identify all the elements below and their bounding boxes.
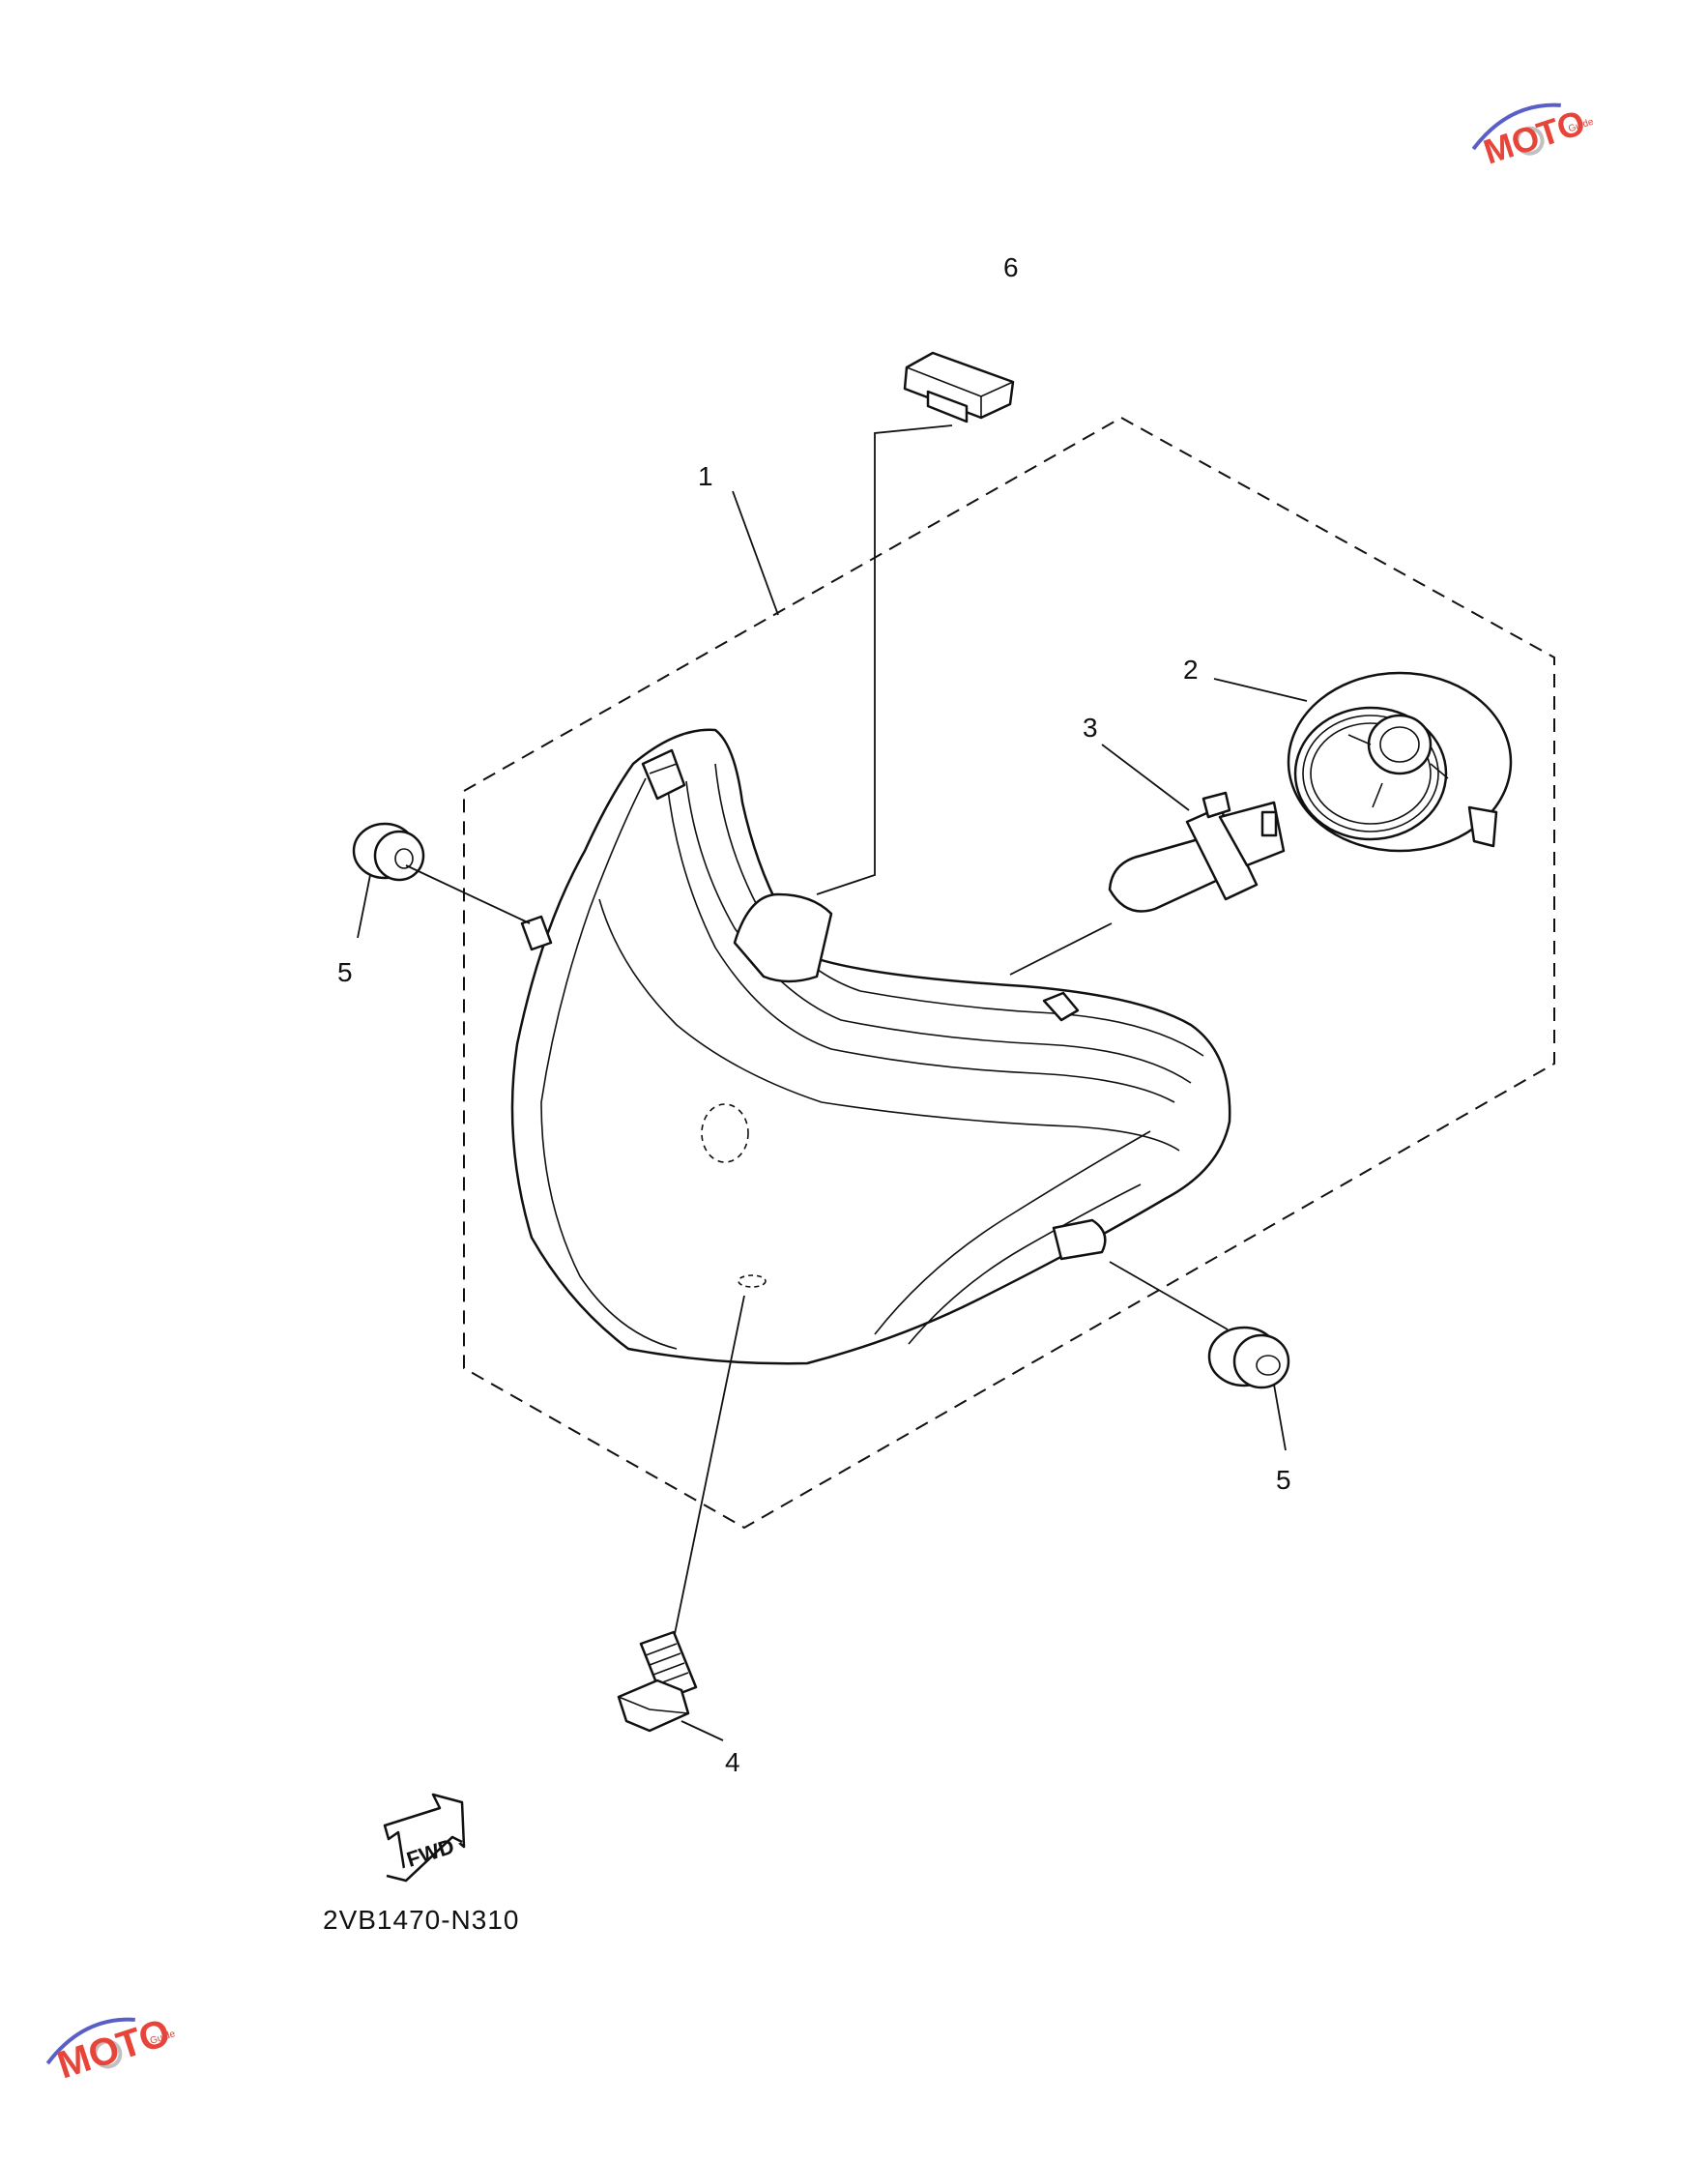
gear-icon <box>1515 126 1545 156</box>
callout-1: 1 <box>698 461 713 491</box>
leader-lines <box>357 424 1308 1741</box>
callout-2: 2 <box>1183 655 1199 685</box>
assembly-boundary <box>463 416 1555 1530</box>
forward-arrow-icon: FWD <box>383 1793 466 1883</box>
headlight-bulb <box>1108 791 1286 913</box>
callout-5-right: 5 <box>1276 1465 1291 1495</box>
callout-6: 6 <box>1003 252 1019 282</box>
headlight-socket-cover <box>1287 671 1513 853</box>
grommet-right <box>1207 1326 1290 1389</box>
clip-fastener <box>903 351 1015 423</box>
grommet-left <box>352 822 425 882</box>
gear-icon <box>93 2039 123 2069</box>
callout-4: 4 <box>725 1747 740 1777</box>
watermark-logo-bottom: MOTO Guide <box>45 2011 177 2088</box>
diagram-code: 2VB1470-N310 <box>323 1905 519 1935</box>
callout-5-left: 5 <box>337 957 353 987</box>
watermark-brand: MOTO <box>1479 102 1590 171</box>
mounting-screw <box>617 1630 698 1733</box>
headlight-assembly <box>510 728 1231 1365</box>
watermark-logo-top: MOTO Guide <box>1471 102 1595 172</box>
callout-3: 3 <box>1083 713 1098 743</box>
